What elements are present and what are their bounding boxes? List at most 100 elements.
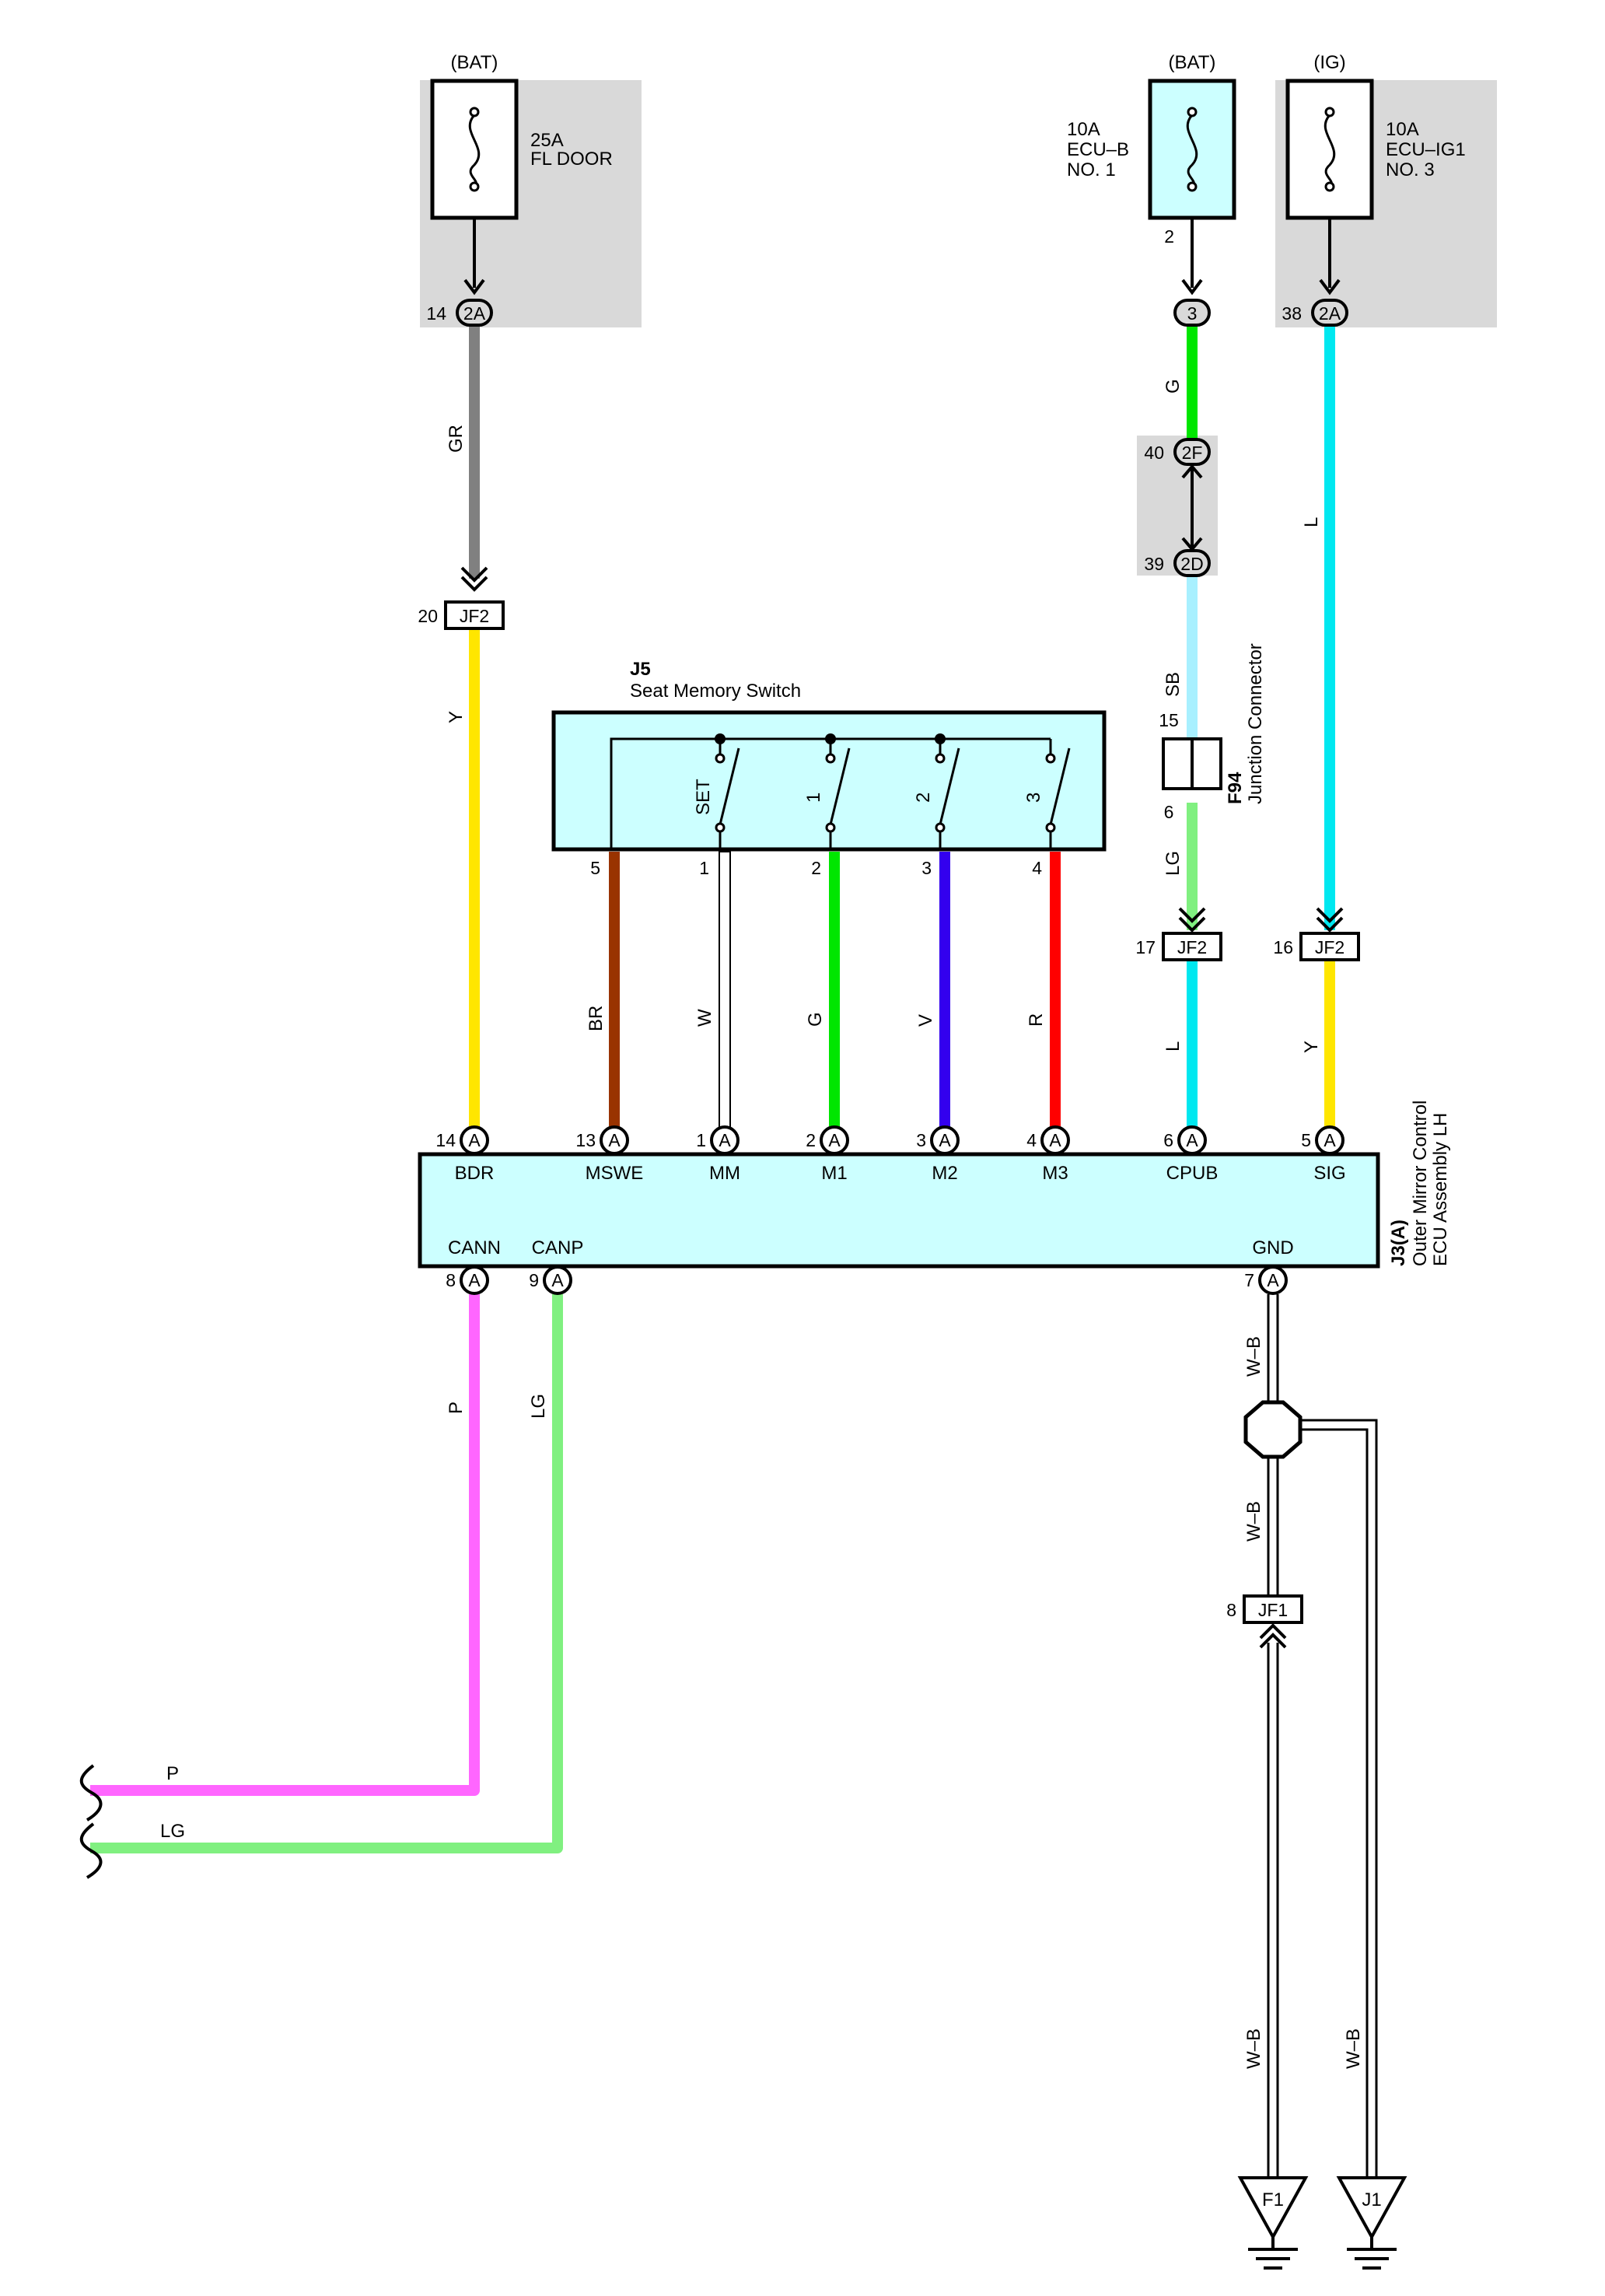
switch-pin: 2 — [811, 858, 821, 878]
junction-name: Junction Connector — [1245, 643, 1266, 804]
connector-pin: 14 — [426, 303, 446, 324]
svg-text:A: A — [828, 1130, 841, 1150]
svg-text:CPUB: CPUB — [1166, 1163, 1219, 1184]
ecu-terminal-m3: A 4 M3 — [1026, 1125, 1070, 1184]
connector-2a-ig — [1311, 299, 1348, 327]
chevron-up-icon — [1259, 1623, 1287, 1649]
switch-label: SET — [693, 779, 714, 815]
junction-connector-f94 — [1162, 737, 1222, 790]
connector-jf1-8 — [1243, 1594, 1303, 1624]
svg-text:8: 8 — [446, 1270, 456, 1290]
junction-pin-label: 15 — [1159, 710, 1179, 730]
connector-code: JF1 — [1258, 1600, 1288, 1620]
chevron-down-icon — [460, 566, 488, 592]
ground-j1 — [1336, 2176, 1407, 2270]
svg-text:M3: M3 — [1042, 1163, 1068, 1184]
svg-text:MM: MM — [709, 1163, 740, 1184]
wire-color-label: SB — [1163, 672, 1184, 697]
connector-pin: 20 — [418, 606, 438, 626]
connector-pin: 8 — [1226, 1600, 1236, 1620]
svg-text:M1: M1 — [821, 1163, 847, 1184]
switch-label: 1 — [803, 793, 824, 803]
wire-color-label: P — [166, 1763, 179, 1784]
connector-pin: 16 — [1273, 937, 1293, 957]
svg-text:GND: GND — [1252, 1237, 1293, 1258]
connector-code: JF2 — [1177, 937, 1207, 957]
wire-color-label: W–B — [1243, 1501, 1264, 1542]
connector-jf2-16 — [1299, 932, 1360, 961]
chevron-down-icon — [1316, 907, 1344, 933]
svg-text:7: 7 — [1244, 1270, 1254, 1290]
junction-code: F94 — [1225, 772, 1246, 804]
svg-text:M2: M2 — [932, 1163, 957, 1184]
connector-code: 2A — [1319, 303, 1341, 324]
wire-color-label: W–B — [1243, 2028, 1264, 2069]
wire-color-label: R — [1026, 1013, 1047, 1027]
svg-text:A: A — [608, 1130, 621, 1150]
fuse-name-label: NO. 3 — [1386, 159, 1435, 180]
svg-text:3: 3 — [916, 1130, 926, 1150]
connector-pin: 39 — [1144, 554, 1164, 574]
connector-jf2-20 — [444, 600, 505, 630]
svg-text:13: 13 — [575, 1130, 596, 1150]
fuse-name-label: FL DOOR — [530, 149, 613, 170]
connector-code: 2A — [463, 303, 486, 324]
svg-text:A: A — [1049, 1130, 1061, 1150]
chevron-down-icon — [1178, 907, 1206, 933]
connector-2d — [1173, 549, 1211, 577]
connector-pin: 38 — [1282, 303, 1302, 324]
wire-color-label: Y — [1301, 1041, 1322, 1053]
wire-color-label: W–B — [1343, 2028, 1364, 2069]
wire-color-label: L — [1163, 1041, 1184, 1052]
connector-code: 2D — [1180, 554, 1203, 574]
connector-2a-fl — [456, 299, 493, 327]
connector-3 — [1173, 299, 1211, 327]
ecu-terminal-mm: A 1 MM — [696, 1125, 740, 1184]
wire-color-label: G — [1163, 379, 1184, 394]
ecu-code: J3(A) — [1388, 1220, 1409, 1266]
ecu-name: Outer Mirror Control — [1410, 1101, 1431, 1266]
ecu-terminal-bdr: A 14 BDR — [435, 1125, 495, 1184]
switch-label: 3 — [1023, 793, 1044, 803]
fuse-amps-label: 10A — [1386, 119, 1419, 140]
switch-name: Seat Memory Switch — [630, 681, 801, 702]
ecu-name: ECU Assembly LH — [1430, 1113, 1451, 1266]
connector-code: JF2 — [1315, 937, 1344, 957]
svg-text:14: 14 — [435, 1130, 456, 1150]
ground-f1 — [1237, 2176, 1309, 2270]
svg-text:MSWE: MSWE — [586, 1163, 644, 1184]
wire-color-label: W–B — [1243, 1336, 1264, 1377]
ecu-terminal-mswe: A 13 MSWE — [575, 1125, 644, 1184]
svg-text:A: A — [719, 1130, 731, 1150]
wire-color-label: Y — [446, 711, 467, 723]
wire-color-label: BR — [586, 1006, 607, 1031]
wire-color-label: L — [1301, 517, 1322, 527]
svg-text:2: 2 — [806, 1130, 816, 1150]
connector-code: 2F — [1182, 443, 1203, 463]
wire-color-label: LG — [528, 1394, 549, 1419]
fuse-ecu-b — [1148, 79, 1236, 296]
switch-label: 2 — [913, 793, 934, 803]
svg-text:A: A — [1324, 1130, 1336, 1150]
wire-color-label: P — [446, 1402, 467, 1414]
ecu-terminal-m1: A 2 M1 — [806, 1125, 849, 1184]
svg-text:A: A — [1186, 1130, 1198, 1150]
fuse-source-label: (BAT) — [1169, 52, 1216, 73]
fuse-amps-label: 25A — [530, 130, 564, 151]
ecu-outer-mirror-control — [418, 1152, 1380, 1269]
wire-gnd — [1267, 1294, 1378, 2178]
svg-text:A: A — [468, 1130, 481, 1150]
ground-label: J1 — [1362, 2189, 1381, 2210]
svg-text:A: A — [939, 1130, 951, 1150]
fuse-source-label: (IG) — [1313, 52, 1345, 73]
fuse-name-label: ECU–B — [1067, 139, 1129, 160]
ecu-terminal-m2: A 3 M2 — [916, 1125, 960, 1184]
seat-memory-switch — [551, 710, 1107, 852]
svg-text:BDR: BDR — [455, 1163, 495, 1184]
wire-color-label: LG — [160, 1821, 185, 1842]
fuse-name-label: ECU–IG1 — [1386, 139, 1466, 160]
fuse-amps-label: 10A — [1067, 119, 1100, 140]
fuse-ecu-ig1 — [1285, 79, 1374, 296]
svg-text:A: A — [551, 1270, 564, 1290]
